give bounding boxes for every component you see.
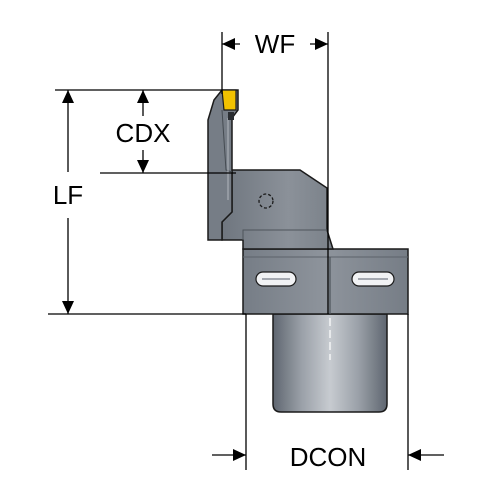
label-lf: LF <box>53 180 83 210</box>
label-dcon: DCON <box>290 442 367 472</box>
cutting-insert <box>221 89 237 111</box>
left-clamp-slot <box>255 271 297 287</box>
label-wf: WF <box>255 29 295 59</box>
dimension-arrows <box>62 38 421 461</box>
tool-head <box>221 169 335 250</box>
label-cdx: CDX <box>116 118 171 148</box>
coolant-hole <box>258 193 274 209</box>
dimension-lines <box>48 32 444 470</box>
insert-screw <box>228 112 234 120</box>
shank <box>272 313 388 413</box>
tool-body <box>207 89 409 413</box>
right-clamp-slot <box>351 271 395 287</box>
